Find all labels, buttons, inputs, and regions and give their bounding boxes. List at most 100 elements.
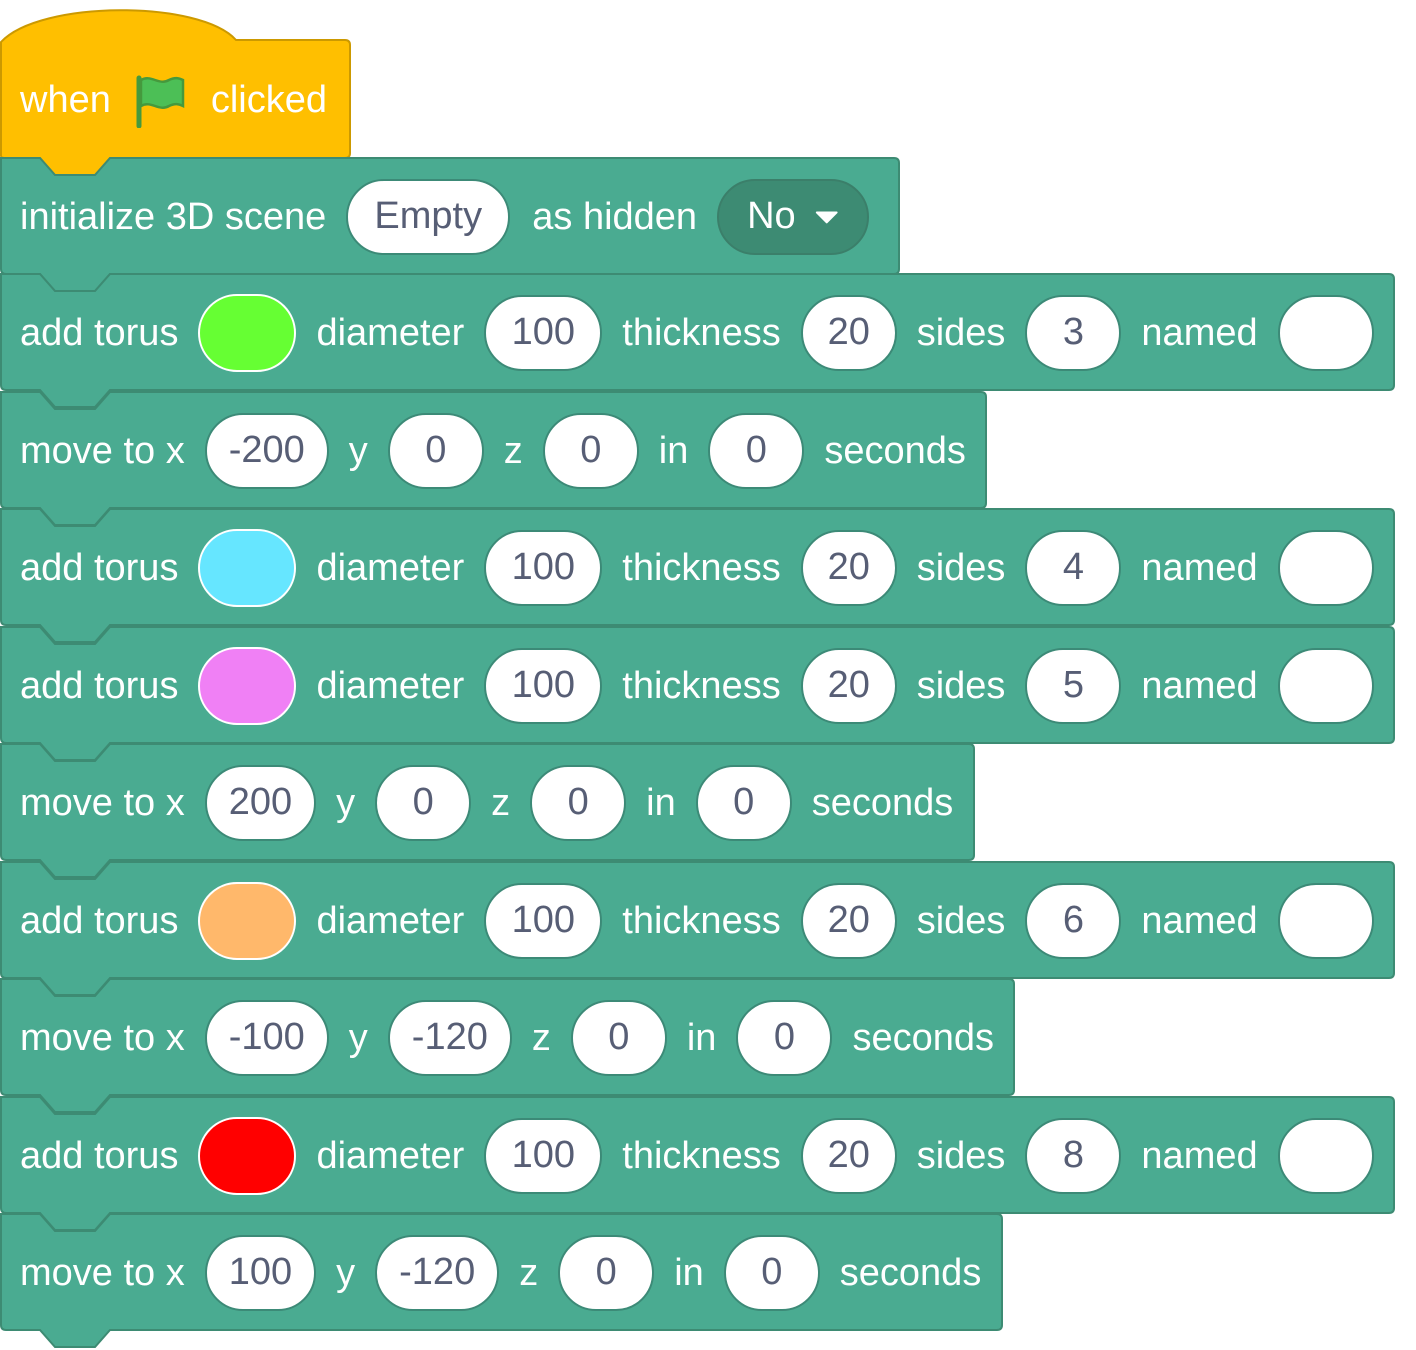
as-hidden-label: as hidden — [532, 195, 698, 238]
initialize-label: initialize 3D scene — [20, 195, 327, 238]
sides-input[interactable]: 4 — [1025, 529, 1122, 606]
move-to-x-label: move to x — [20, 1016, 185, 1059]
color-swatch[interactable] — [198, 646, 297, 725]
diameter-input[interactable]: 100 — [484, 1117, 603, 1194]
diameter-label: diameter — [316, 1134, 465, 1177]
named-label: named — [1141, 311, 1258, 354]
when-flag-clicked-block[interactable]: when clicked — [0, 42, 327, 158]
y-label: y — [348, 1016, 368, 1059]
named-label: named — [1141, 664, 1258, 707]
thickness-label: thickness — [622, 664, 781, 707]
in-label: in — [658, 429, 689, 472]
y-label: y — [336, 1251, 356, 1294]
name-input[interactable] — [1277, 1117, 1374, 1194]
diameter-input[interactable]: 100 — [484, 294, 603, 371]
in-label: in — [646, 781, 676, 824]
name-input[interactable] — [1277, 882, 1374, 959]
z-input[interactable]: 0 — [542, 412, 639, 489]
sides-label: sides — [916, 311, 1006, 354]
add-torus-block[interactable]: add torus diameter 100 thickness 20 sides 8 nam… — [0, 1097, 1374, 1214]
y-input[interactable]: -120 — [375, 1234, 500, 1311]
move-to-x-label: move to x — [20, 1251, 185, 1294]
in-label: in — [686, 1016, 717, 1059]
time-input[interactable]: 0 — [723, 1234, 820, 1311]
chevron-down-icon — [815, 211, 838, 223]
sides-input[interactable]: 8 — [1025, 1117, 1122, 1194]
y-input[interactable]: -120 — [387, 999, 512, 1076]
diameter-input[interactable]: 100 — [484, 647, 603, 724]
time-input[interactable]: 0 — [736, 999, 833, 1076]
sides-label: sides — [916, 899, 1006, 942]
green-flag-icon — [136, 75, 185, 128]
color-swatch[interactable] — [198, 881, 297, 960]
name-input[interactable] — [1277, 647, 1374, 724]
diameter-input[interactable]: 100 — [484, 529, 603, 606]
seconds-label: seconds — [811, 781, 954, 824]
add-torus-block[interactable]: add torus diameter 100 thickness 20 sides 6 nam… — [0, 862, 1374, 979]
sides-label: sides — [916, 664, 1006, 707]
scene-input[interactable]: Empty — [346, 178, 511, 255]
diameter-label: diameter — [316, 899, 465, 942]
y-input[interactable]: 0 — [387, 412, 484, 489]
diameter-input[interactable]: 100 — [484, 882, 603, 959]
add-torus-label: add torus — [20, 546, 179, 589]
color-swatch[interactable] — [198, 293, 297, 372]
sides-label: sides — [916, 546, 1006, 589]
sides-input[interactable]: 5 — [1025, 647, 1122, 724]
thickness-input[interactable]: 20 — [800, 529, 897, 606]
color-swatch[interactable] — [198, 1116, 297, 1195]
named-label: named — [1141, 899, 1258, 942]
name-input[interactable] — [1277, 294, 1374, 371]
add-torus-label: add torus — [20, 899, 179, 942]
x-input[interactable]: 200 — [204, 764, 317, 841]
add-torus-label: add torus — [20, 664, 179, 707]
z-input[interactable]: 0 — [558, 1234, 655, 1311]
time-input[interactable]: 0 — [708, 412, 805, 489]
thickness-input[interactable]: 20 — [800, 647, 897, 724]
hidden-dropdown-value: No — [747, 195, 796, 237]
thickness-input[interactable]: 20 — [800, 1117, 897, 1194]
color-swatch[interactable] — [198, 528, 297, 607]
z-input[interactable]: 0 — [570, 999, 667, 1076]
y-label: y — [348, 429, 368, 472]
x-input[interactable]: -200 — [204, 412, 329, 489]
z-label: z — [503, 429, 523, 472]
diameter-label: diameter — [316, 664, 465, 707]
x-input[interactable]: -100 — [204, 999, 329, 1076]
sides-input[interactable]: 3 — [1025, 294, 1122, 371]
add-torus-block[interactable]: add torus diameter 100 thickness 20 sides 5 nam… — [0, 627, 1374, 744]
thickness-label: thickness — [622, 1134, 781, 1177]
x-input[interactable]: 100 — [204, 1234, 317, 1311]
seconds-label: seconds — [839, 1251, 982, 1294]
thickness-label: thickness — [622, 546, 781, 589]
seconds-label: seconds — [852, 1016, 994, 1059]
name-input[interactable] — [1277, 529, 1374, 606]
add-torus-label: add torus — [20, 311, 179, 354]
in-label: in — [674, 1251, 704, 1294]
move-to-x-label: move to x — [20, 429, 185, 472]
thickness-label: thickness — [622, 311, 781, 354]
thickness-label: thickness — [622, 899, 781, 942]
z-input[interactable]: 0 — [530, 764, 627, 841]
initialize-3d-scene-block[interactable]: initialize 3D scene Empty as hidden No — [0, 158, 870, 275]
y-input[interactable]: 0 — [375, 764, 472, 841]
z-label: z — [531, 1016, 551, 1059]
thickness-input[interactable]: 20 — [800, 882, 897, 959]
thickness-input[interactable]: 20 — [800, 294, 897, 371]
hidden-dropdown[interactable]: No — [717, 178, 870, 255]
y-label: y — [336, 781, 356, 824]
named-label: named — [1141, 546, 1258, 589]
time-input[interactable]: 0 — [695, 764, 792, 841]
sides-input[interactable]: 6 — [1025, 882, 1122, 959]
z-label: z — [491, 781, 511, 824]
move-to-x-label: move to x — [20, 781, 185, 824]
named-label: named — [1141, 1134, 1258, 1177]
add-torus-label: add torus — [20, 1134, 179, 1177]
sides-label: sides — [916, 1134, 1006, 1177]
